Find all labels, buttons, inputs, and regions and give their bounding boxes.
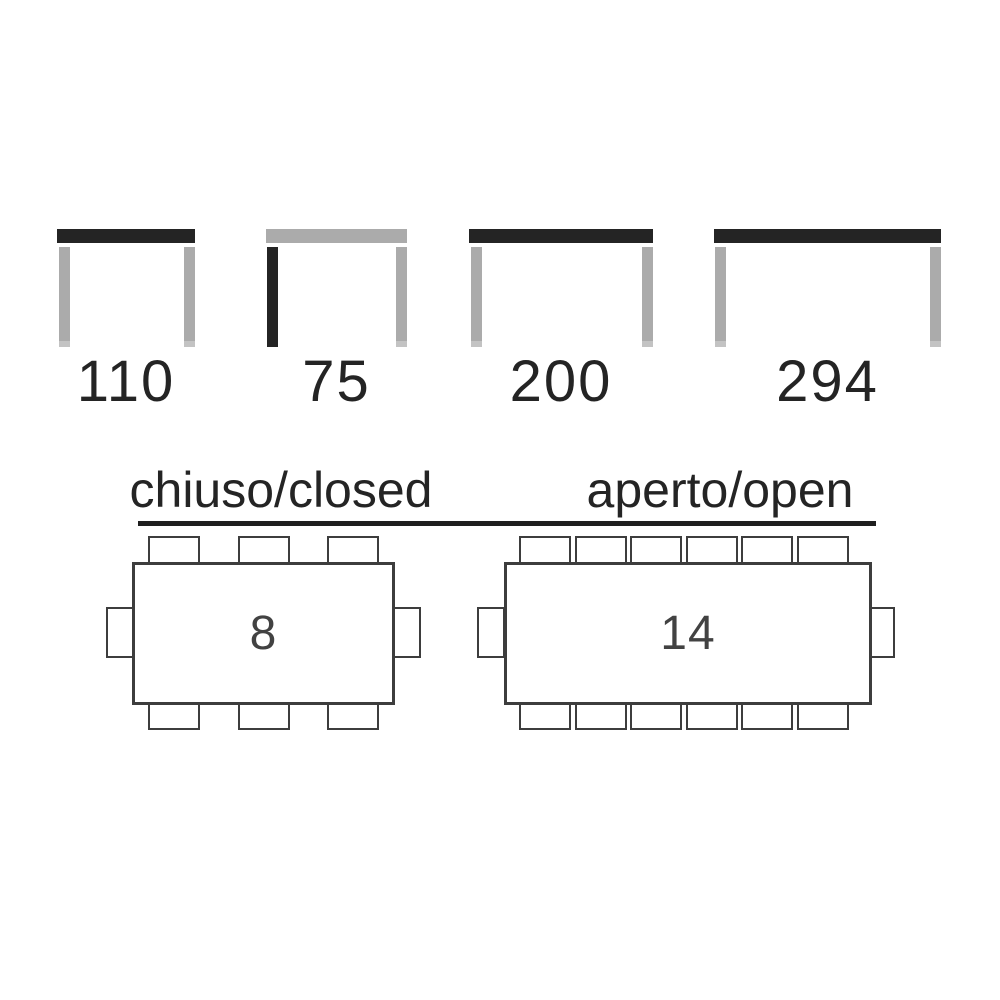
- table-side-view-length-open: 294: [714, 229, 941, 429]
- chair-left: [106, 607, 135, 658]
- table-leg-right: [184, 247, 195, 347]
- dimension-label: 294: [776, 349, 879, 414]
- table-top-view-open: 14: [477, 536, 897, 736]
- table-top-view-closed: 8: [106, 536, 421, 736]
- chair-left: [477, 607, 505, 658]
- chair: [519, 536, 571, 566]
- chair-right: [392, 607, 421, 658]
- table-leg-foot: [715, 341, 726, 347]
- tabletop-bar: [266, 229, 407, 243]
- table-leg-left: [59, 247, 70, 347]
- chair-row-bottom: [148, 700, 379, 730]
- chair: [741, 536, 794, 566]
- table-leg-left: [715, 247, 726, 347]
- table-leg-foot: [642, 341, 653, 347]
- dimension-label: 200: [509, 349, 613, 414]
- dimension-label: 75: [302, 349, 371, 414]
- table-leg-foot: [184, 341, 195, 347]
- table-leg-right: [642, 247, 653, 347]
- table-side-view-height: 75: [266, 229, 407, 429]
- chair: [630, 536, 683, 566]
- tabletop-bar: [469, 229, 653, 243]
- tabletop-outline-open: 14: [504, 562, 872, 705]
- seat-count-open: 14: [660, 607, 716, 660]
- table-side-view-width: 110: [57, 229, 195, 429]
- table-leg-left-highlighted: [267, 247, 278, 347]
- chair: [574, 536, 627, 566]
- tabletop-bar: [57, 229, 195, 243]
- heading-underline: [138, 521, 876, 526]
- table-leg-right: [396, 247, 407, 347]
- chair-right: [868, 607, 895, 658]
- table-side-view-length-closed: 200: [469, 229, 653, 429]
- chair: [237, 536, 290, 566]
- tabletop-outline-closed: 8: [132, 562, 395, 705]
- dimension-label: 110: [76, 349, 176, 414]
- heading-open: aperto/open: [586, 462, 854, 518]
- tabletop-bar: [714, 229, 941, 243]
- seat-count-closed: 8: [249, 607, 278, 660]
- table-leg-right: [930, 247, 941, 347]
- chair-row-top: [519, 536, 849, 566]
- table-leg-foot: [930, 341, 941, 347]
- heading-closed: chiuso/closed: [129, 462, 433, 518]
- table-leg-foot: [471, 341, 482, 347]
- chair: [519, 700, 571, 730]
- table-leg-left: [471, 247, 482, 347]
- table-leg-foot: [396, 341, 407, 347]
- table-leg-foot: [59, 341, 70, 347]
